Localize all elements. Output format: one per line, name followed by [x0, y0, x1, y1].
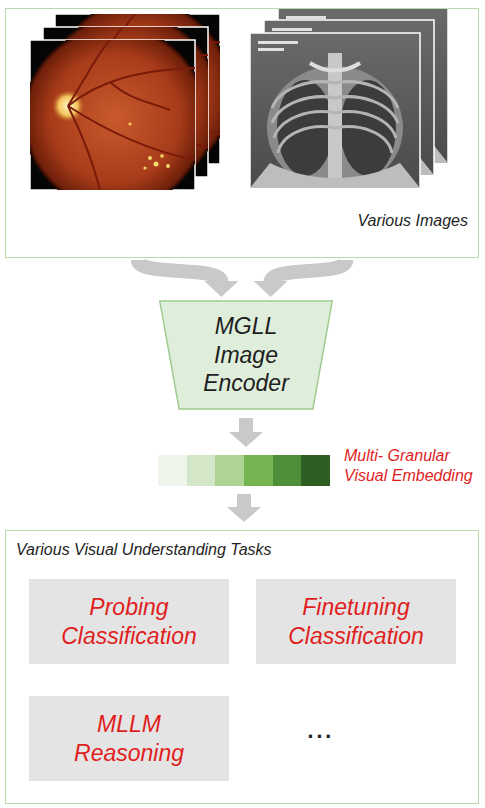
embedding-cell	[187, 455, 216, 486]
arrow-shaft	[271, 260, 347, 282]
encoder-label: MGLL Image Encoder	[180, 312, 312, 398]
flow-arrow	[229, 418, 263, 447]
arrow-head	[227, 507, 261, 522]
embedding-cell	[158, 455, 187, 486]
task-label: MLLM Reasoning	[49, 710, 209, 768]
trapezoid-shape	[160, 301, 332, 409]
panel-caption: Various Images	[357, 211, 468, 231]
embedding-cell	[301, 455, 330, 486]
ellipsis-label: ...	[306, 709, 333, 746]
embedding-cell	[273, 455, 302, 486]
arrow-shaft	[138, 260, 222, 282]
arrow-shaft	[237, 494, 251, 508]
task-label: Finetuning Classification	[276, 593, 436, 651]
arrow-head	[204, 281, 238, 297]
arrow-shaft	[239, 418, 253, 433]
input-panel: Various Images	[5, 8, 479, 258]
task-box: MLLM Reasoning	[29, 696, 229, 781]
flow-arrow	[227, 494, 261, 522]
arrow-head	[254, 281, 288, 297]
embedding-label: Multi- Granular Visual Embedding	[344, 446, 480, 486]
panel-caption: Various Visual Understanding Tasks	[16, 540, 272, 560]
encoder-trapezoid: MGLL Image Encoder	[158, 300, 334, 410]
arrow-head	[229, 432, 263, 447]
embedding-strip: Multi- Granular Visual Embedding	[158, 455, 330, 486]
task-panel: Various Visual Understanding TasksProbin…	[5, 530, 479, 804]
task-box: Probing Classification	[29, 579, 229, 664]
flow-arrow	[138, 260, 347, 297]
task-box: Finetuning Classification	[256, 579, 456, 664]
task-label: Probing Classification	[49, 593, 209, 651]
embedding-cell	[215, 455, 244, 486]
embedding-cell	[244, 455, 273, 486]
